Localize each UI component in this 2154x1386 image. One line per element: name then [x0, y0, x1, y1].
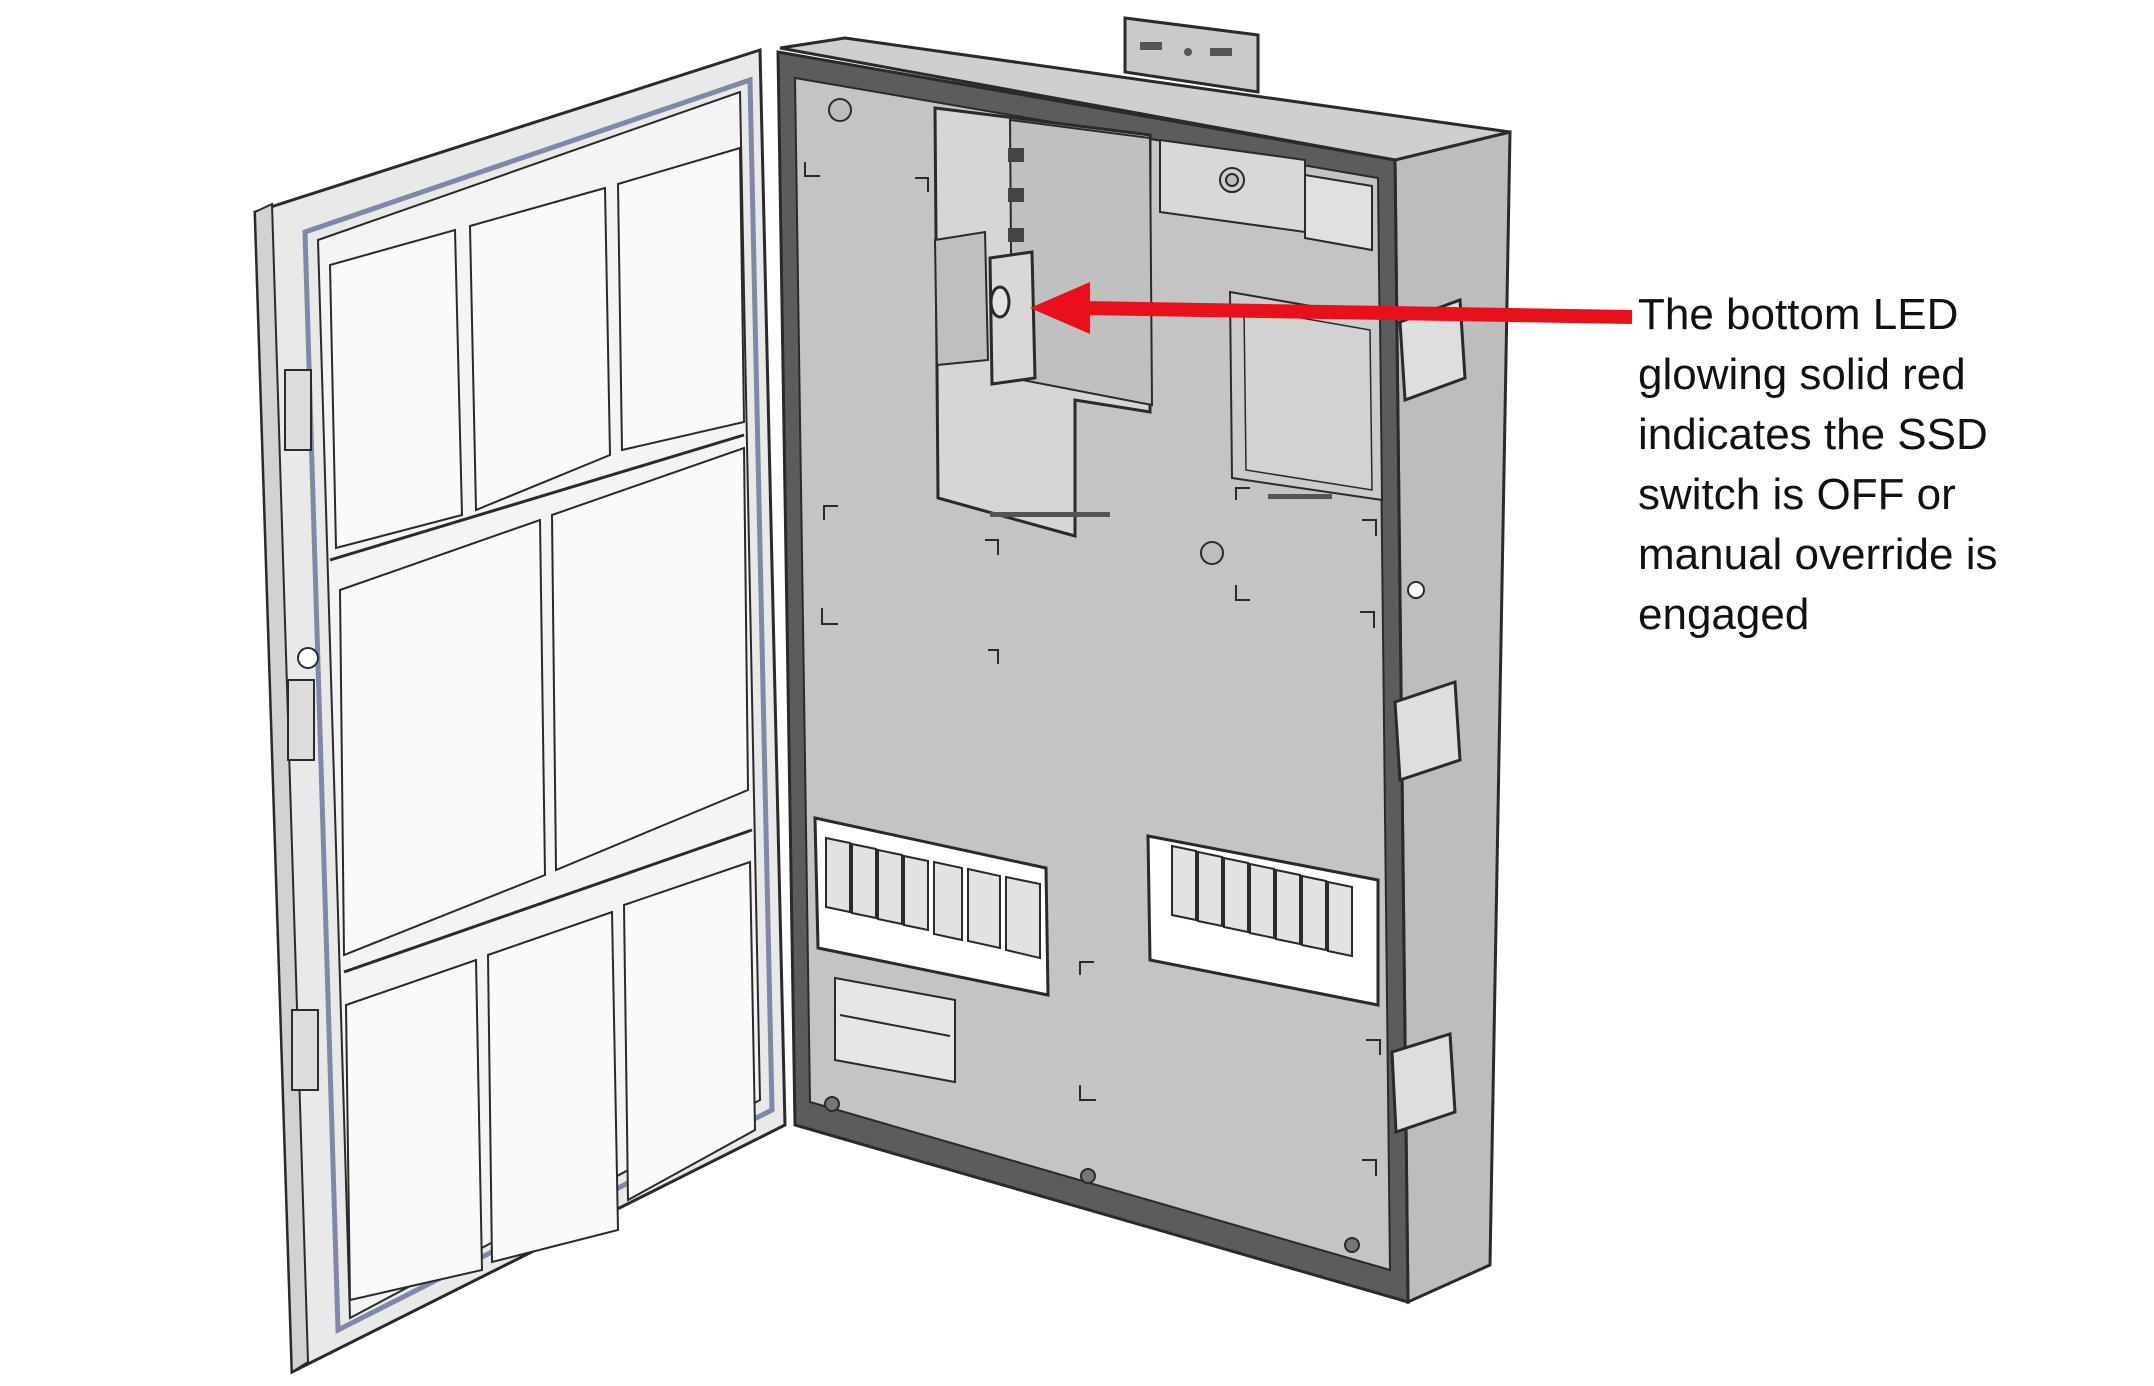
enclosure-door — [253, 47, 787, 1375]
callout-line: switch is OFF or — [1638, 470, 1956, 519]
callout-line: glowing solid red — [1638, 350, 1966, 399]
door-panels — [328, 146, 757, 1302]
callout-line: indicates the SSD — [1638, 410, 1988, 459]
enclosure-body — [776, 16, 1512, 1305]
callout-line: The bottom LED — [1638, 290, 1959, 339]
led-module — [988, 148, 1037, 386]
breaker-bank-left — [813, 816, 1050, 997]
callout-line: engaged — [1638, 590, 1810, 639]
breaker-bank-right — [1146, 834, 1380, 1007]
callout-line: manual override is — [1638, 530, 1998, 579]
callout-arrow — [1030, 282, 1633, 334]
bottom-led-icon — [989, 285, 1011, 319]
mounting-holes — [828, 98, 1239, 565]
side-latches — [1390, 297, 1467, 1135]
callout-text: The bottom LED glowing solid red indicat… — [1638, 285, 2118, 645]
